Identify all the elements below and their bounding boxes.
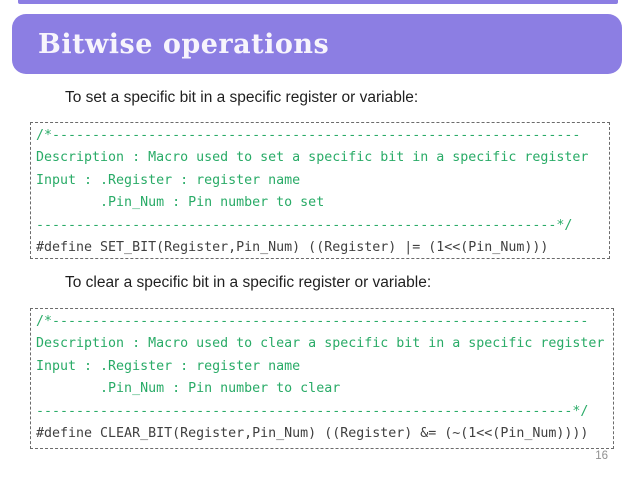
clear-bit-code-block: /*--------------------------------------… bbox=[30, 308, 614, 449]
code-comment-line: /*--------------------------------------… bbox=[36, 128, 581, 143]
code-define-line: #define CLEAR_BIT(Register,Pin_Num) ((Re… bbox=[36, 426, 589, 442]
code-define-line: #define SET_BIT(Register,Pin_Num) ((Regi… bbox=[36, 240, 549, 256]
code-comment-line: Description : Macro used to clear a spec… bbox=[36, 336, 605, 352]
slide-title-banner: Bitwise operations bbox=[12, 14, 622, 74]
page-number: 16 bbox=[595, 450, 608, 462]
clear-bit-section-label: To clear a specific bit in a specific re… bbox=[65, 274, 432, 291]
set-bit-section-label: To set a specific bit in a specific regi… bbox=[65, 89, 419, 106]
code-comment-line: .Pin_Num : Pin number to set bbox=[36, 195, 325, 211]
code-comment-line: Input : .Register : register name bbox=[36, 358, 301, 374]
code-comment-line: Description : Macro used to set a specif… bbox=[36, 150, 589, 166]
code-comment-line: Input : .Register : register name bbox=[36, 172, 301, 188]
code-comment-line: .Pin_Num : Pin number to clear bbox=[36, 381, 341, 397]
set-bit-code-block: /*--------------------------------------… bbox=[30, 122, 610, 259]
code-comment-line: /*--------------------------------------… bbox=[36, 314, 589, 329]
slide-top-accent-bar bbox=[18, 0, 618, 4]
code-comment-line: ----------------------------------------… bbox=[36, 403, 589, 419]
slide-title: Bitwise operations bbox=[38, 28, 330, 60]
code-comment-line: ----------------------------------------… bbox=[36, 217, 573, 233]
